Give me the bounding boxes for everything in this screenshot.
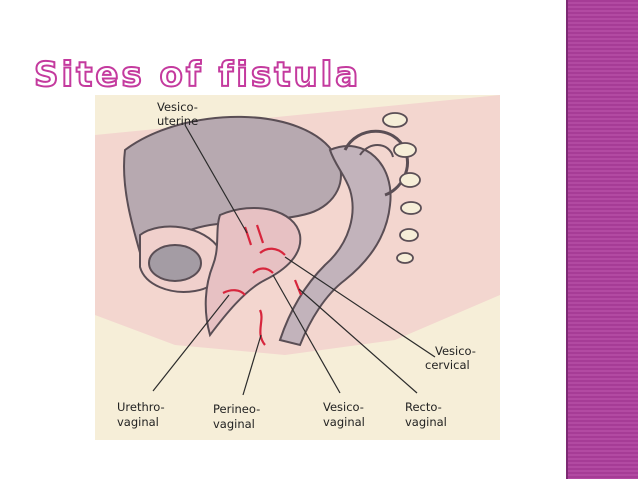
label-vesico-vaginal: Vesico- vaginal bbox=[323, 400, 368, 429]
label-urethro-vaginal: Urethro- vaginal bbox=[117, 400, 168, 429]
pointer-lines bbox=[152, 124, 436, 396]
slide-title: Sites of fistula bbox=[33, 55, 362, 95]
label-vesico-uterine: Vesico- uterine bbox=[157, 100, 202, 128]
pubic-bone bbox=[148, 244, 202, 282]
fistula-markers bbox=[222, 224, 303, 346]
sidebar-edge bbox=[566, 0, 568, 479]
label-recto-vaginal: Recto- vaginal bbox=[405, 400, 447, 429]
label-vesico-cervical: Vesico- cervical bbox=[425, 344, 480, 372]
sacrum bbox=[382, 112, 422, 264]
rectum bbox=[278, 145, 392, 347]
decorative-sidebar bbox=[568, 0, 638, 479]
bowel-coil-inner bbox=[359, 144, 394, 158]
label-perineo-vaginal: Perineo- vaginal bbox=[213, 402, 264, 431]
anatomy-diagram: Vesico- uterine Vesico- cervical Urethro… bbox=[95, 95, 500, 440]
